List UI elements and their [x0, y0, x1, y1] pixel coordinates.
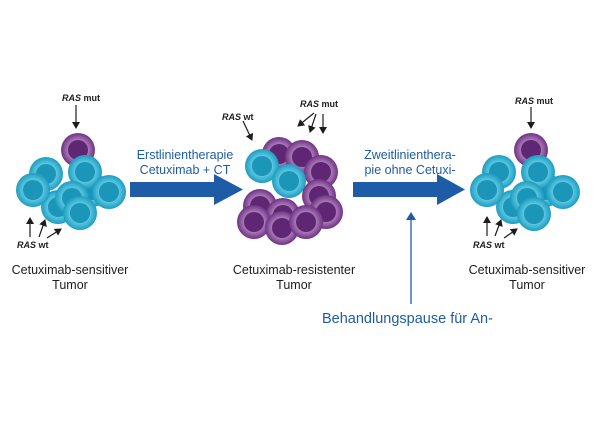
ras-mut-cell: [237, 205, 271, 239]
first-line-therapy-line2: Cetuximab + CT: [139, 163, 231, 177]
arrow-second-line-therapy: [353, 174, 465, 205]
tumor-sensitive-right: [470, 133, 580, 231]
tumor-label-right: Cetuximab-sensitiver Tumor: [452, 263, 600, 293]
tumor-label-left-line1: Cetuximab-sensitiver: [11, 263, 129, 277]
second-line-therapy-line1: Zweitlinienthera-: [364, 148, 456, 162]
arrow-ras-wt-left-2: [38, 219, 47, 238]
second-line-therapy-label: Zweitlinienthera- pie ohne Cetuxi-: [335, 148, 485, 178]
tumor-label-middle-line2: Tumor: [276, 278, 312, 292]
ras-wt-cell: [245, 149, 279, 183]
ras-wt-cell: [546, 175, 580, 209]
tumor-label-left-line2: Tumor: [52, 278, 88, 292]
ras-mut-label-middle: RAS mut: [300, 99, 339, 109]
arrow-ras-wt-middle: [242, 120, 254, 141]
tumor-label-right-line1: Cetuximab-sensitiver: [468, 263, 586, 277]
tumor-label-middle-line1: Cetuximab-resistenter: [232, 263, 356, 277]
arrow-ras-mut-middle-1: [297, 112, 315, 127]
ras-wt-cell: [63, 196, 97, 230]
tumor-label-right-line2: Tumor: [509, 278, 545, 292]
ras-mut-label-left: RAS mut: [62, 93, 101, 103]
arrow-ras-wt-left-3: [46, 228, 62, 239]
arrow-ras-mut-middle-2: [308, 113, 317, 133]
tumor-resistant-middle: [237, 137, 343, 245]
ras-wt-cell: [517, 197, 551, 231]
ras-wt-cell: [16, 173, 50, 207]
arrow-ras-wt-right-3: [503, 228, 518, 239]
ras-wt-label-left: RAS wt: [17, 240, 49, 250]
pointer-arrows: [26, 105, 535, 239]
ras-wt-cell: [68, 155, 102, 189]
first-line-therapy-label: Erstlinientherapie Cetuximab + CT: [110, 148, 260, 178]
tumor-label-left: Cetuximab-sensitiver Tumor: [0, 263, 145, 293]
ras-wt-cell: [92, 175, 126, 209]
ras-mut-cell: [289, 205, 323, 239]
ras-mut-label-right: RAS mut: [515, 96, 554, 106]
arrow-ras-wt-right-2: [494, 219, 503, 237]
ras-wt-cell: [521, 155, 555, 189]
arrow-first-line-therapy: [130, 174, 243, 205]
ras-wt-label-middle: RAS wt: [222, 112, 254, 122]
ras-wt-cell: [470, 173, 504, 207]
second-line-therapy-line2: pie ohne Cetuxi-: [364, 163, 456, 177]
ras-wt-cell: [272, 164, 306, 198]
ras-wt-label-right: RAS wt: [473, 240, 505, 250]
first-line-therapy-line1: Erstlinientherapie: [136, 148, 234, 162]
tumor-sensitive-left: [16, 133, 126, 230]
tumor-label-middle: Cetuximab-resistenter Tumor: [219, 263, 369, 293]
treatment-pause-label: Behandlungspause für An-: [322, 311, 493, 327]
